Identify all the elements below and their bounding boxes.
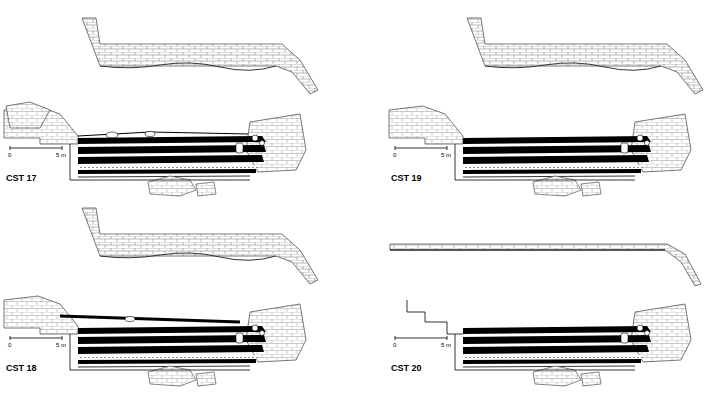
scale-number: 0 (8, 152, 11, 158)
scale-number: 5 m (56, 152, 66, 158)
scale-number: 0 (393, 152, 396, 158)
panel-label: CST 18 (6, 364, 37, 373)
panel-label: CST 20 (391, 364, 422, 373)
panel-label: CST 17 (6, 174, 37, 183)
scale-number: 5 m (56, 342, 66, 348)
panel-label: CST 19 (391, 174, 422, 183)
scale-number: 0 (393, 342, 396, 348)
scale-number: 0 (8, 342, 11, 348)
scale-number: 5 m (441, 342, 451, 348)
scale-number: 5 m (441, 152, 451, 158)
